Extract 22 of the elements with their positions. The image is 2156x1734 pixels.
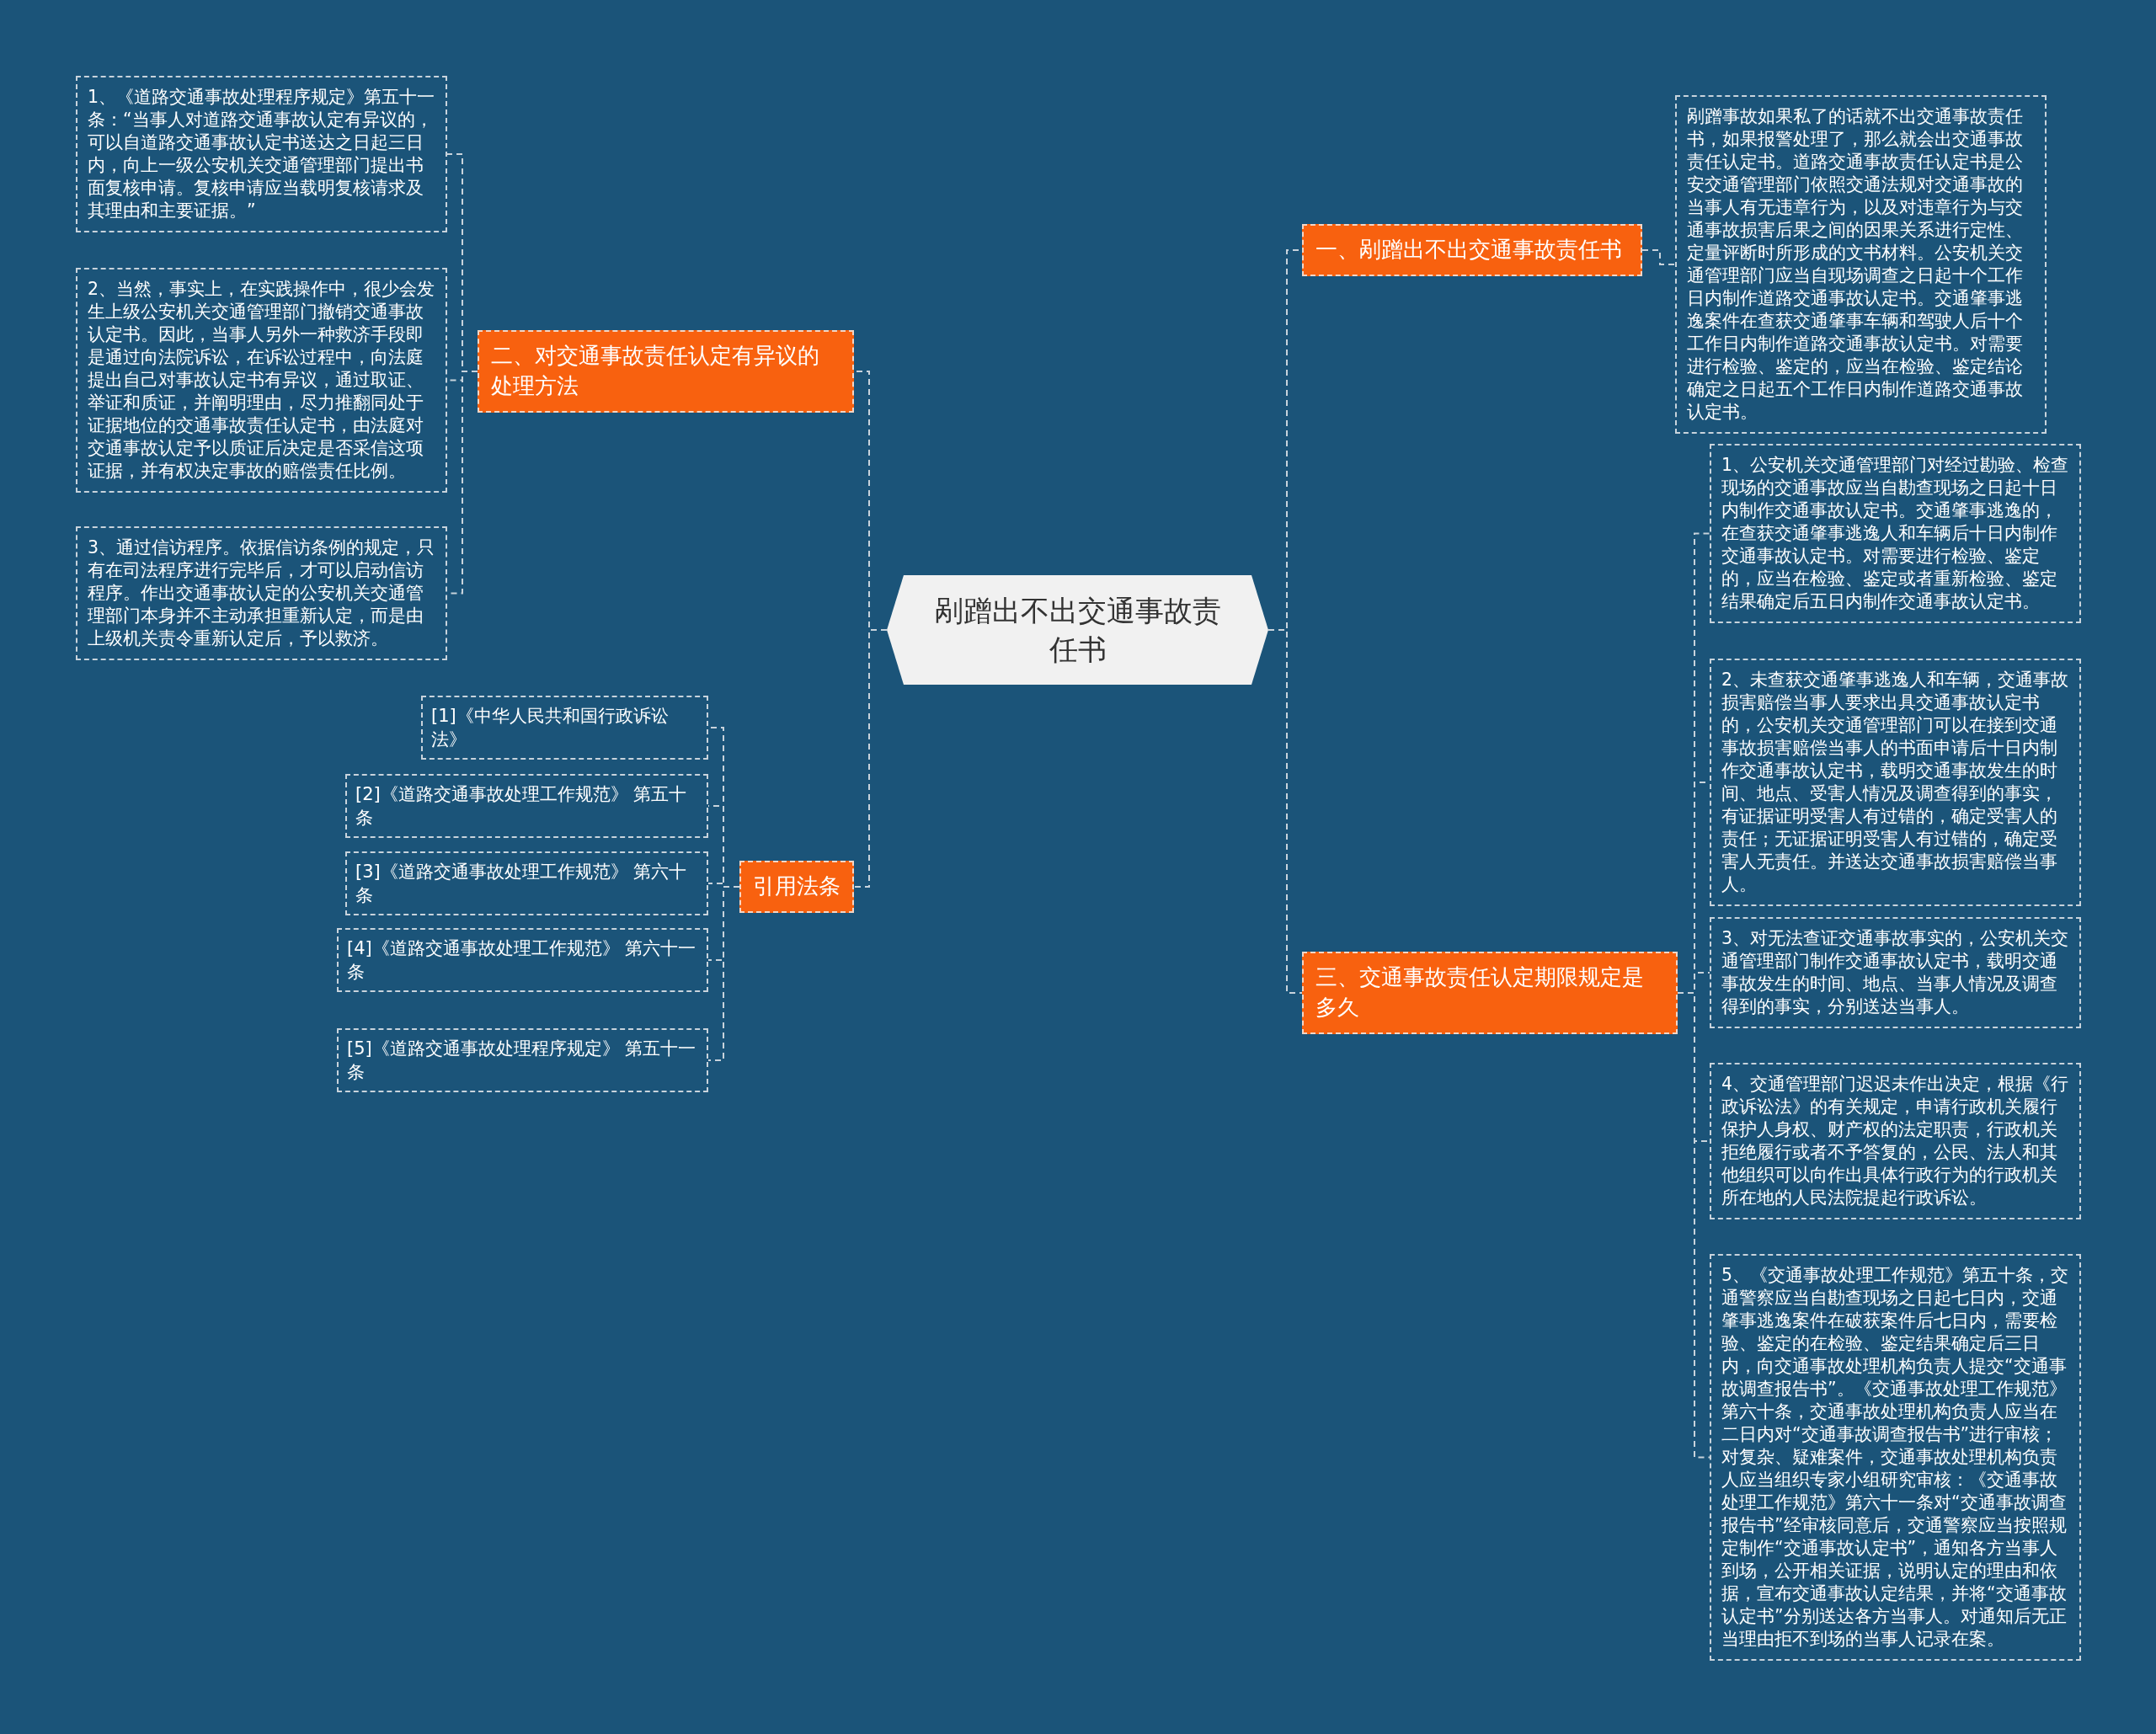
topic-box: 三、交通事故责任认定期限规定是多久 — [1302, 952, 1678, 1034]
note-box: 5、《交通事故处理工作规范》第五十条，交通警察应当自勘查现场之日起七日内，交通肇事逃逸案件在破获案件后七日内，需要检验、鉴定的在检验、鉴定结果确定后三日内，向交通事故处理机构负责人提交“交通事故调查报告书”。《交通事故处理工作规范》第六十条，交通事故处理机构负责人应当在二日内对“交通事故调查报告书”进行审核；对复杂、疑难案件，交通事故处理机构负责人应当组织专家小组研究审核：《交通事故处理工作规范》第六十一条对“交通事故调查报告书”经审核同意后，交通警察应当按照规定制作“交通事故认定书”，通知各方当事人到场，公开相关证据，说明认定的理由和依据，宣布交通事故认定结果，并将“交通事故认定书”分别送达各方当事人。对通知后无正当理由拒不到场的当事人记录在案。 — [1710, 1254, 2081, 1661]
topic-box: 一、剐蹭出不出交通事故责任书 — [1302, 224, 1642, 276]
note-box: 2、当然，事实上，在实践操作中，很少会发生上级公安机关交通管理部门撤销交通事故认定书。因此，当事人另外一种救济手段即是通过向法院诉讼，在诉讼过程中，向法庭提出自己对事故认定书有异议，通过取证、举证和质证，并阐明理由，尽力推翻同处于证据地位的交通事故责任认定书，由法庭对交通事故认定予以质证后决定是否采信这项证据，并有权决定事故的赔偿责任比例。 — [76, 268, 447, 493]
reference-box: [1]《中华人民共和国行政诉讼法》 — [421, 696, 708, 760]
reference-box: [2]《道路交通事故处理工作规范》 第五十条 — [345, 774, 708, 838]
note-box: 2、未查获交通肇事逃逸人和车辆，交通事故损害赔偿当事人要求出具交通事故认定书的，公安机关交通管理部门可以在接到交通事故损害赔偿当事人的书面申请后十日内制作交通事故认定书，载明交通事故发生的时间、地点、受害人情况及调查得到的事实，有证据证明受害人有过错的，确定受害人的责任；无证据证明受害人有过错的，确定受害人无责任。并送达交通事故损害赔偿当事人。 — [1710, 659, 2081, 906]
central-topic: 剐蹭出不出交通事故责任书 — [887, 575, 1268, 685]
connector-line — [853, 629, 888, 888]
reference-box: [3]《道路交通事故处理工作规范》 第六十条 — [345, 851, 708, 915]
note-box: 4、交通管理部门迟迟未作出决定，根据《行政诉讼法》的有关规定，申请行政机关履行保护人身权、财产权的法定职责，行政机关拒绝履行或者不予答复的，公民、法人和其他组织可以向作出具体行政行为的行政机关所在地的人民法院提起行政诉讼。 — [1710, 1063, 2081, 1219]
note-box: 3、通过信访程序。依据信访条例的规定，只有在司法程序进行完毕后，才可以启动信访程序。作出交通事故认定的公安机关交通管理部门本身并不主动承担重新认定，而是由上级机关责令重新认定后，予以救济。 — [76, 526, 447, 660]
topic-box: 引用法条 — [739, 861, 854, 913]
connector-line — [707, 886, 740, 1061]
reference-box: [4]《道路交通事故处理工作规范》 第六十一条 — [337, 928, 708, 992]
note-box: 3、对无法查证交通事故事实的，公安机关交通管理部门制作交通事故认定书，载明交通事故发生的时间、地点、当事人情况及调查得到的事实，分别送达当事人。 — [1710, 917, 2081, 1028]
connector-line — [1641, 249, 1676, 265]
topic-box: 二、对交通事故责任认定有异议的处理方法 — [478, 330, 854, 413]
note-box: 1、《道路交通事故处理程序规定》第五十一条：“当事人对道路交通事故认定有异议的，可以自道路交通事故认定书送达之日起三日内，向上一级公安机关交通管理部门提出书面复核申请。复核申请应当载明复核请求及其理由和主要证据。” — [76, 76, 447, 232]
note-box: 1、公安机关交通管理部门对经过勘验、检查现场的交通事故应当自勘查现场之日起十日内制作交通事故认定书。交通肇事逃逸的，在查获交通肇事逃逸人和车辆后十日内制作交通事故认定书。对需要进行检验、鉴定的，应当在检验、鉴定或者重新检验、鉴定结果确定后五日内制作交通事故认定书。 — [1710, 444, 2081, 623]
reference-box: [5]《道路交通事故处理程序规定》 第五十一条 — [337, 1028, 708, 1092]
note-box: 剐蹭事故如果私了的话就不出交通事故责任书，如果报警处理了，那么就会出交通事故责任认定书。道路交通事故责任认定书是公安交通管理部门依照交通法规对交通事故的当事人有无违章行为，以及对违章行为与交通事故损害后果之间的因果关系进行定性、定量评断时所形成的文书材料。公安机关交通管理部门应当自现场调查之日起十个工作日内制作道路交通事故认定书。交通肇事逃逸案件在查获交通肇事车辆和驾驶人后十个工作日内制作道路交通事故认定书。对需要进行检验、鉴定的，应当在检验、鉴定结论确定之日起五个工作日内制作道路交通事故认定书。 — [1675, 95, 2047, 434]
